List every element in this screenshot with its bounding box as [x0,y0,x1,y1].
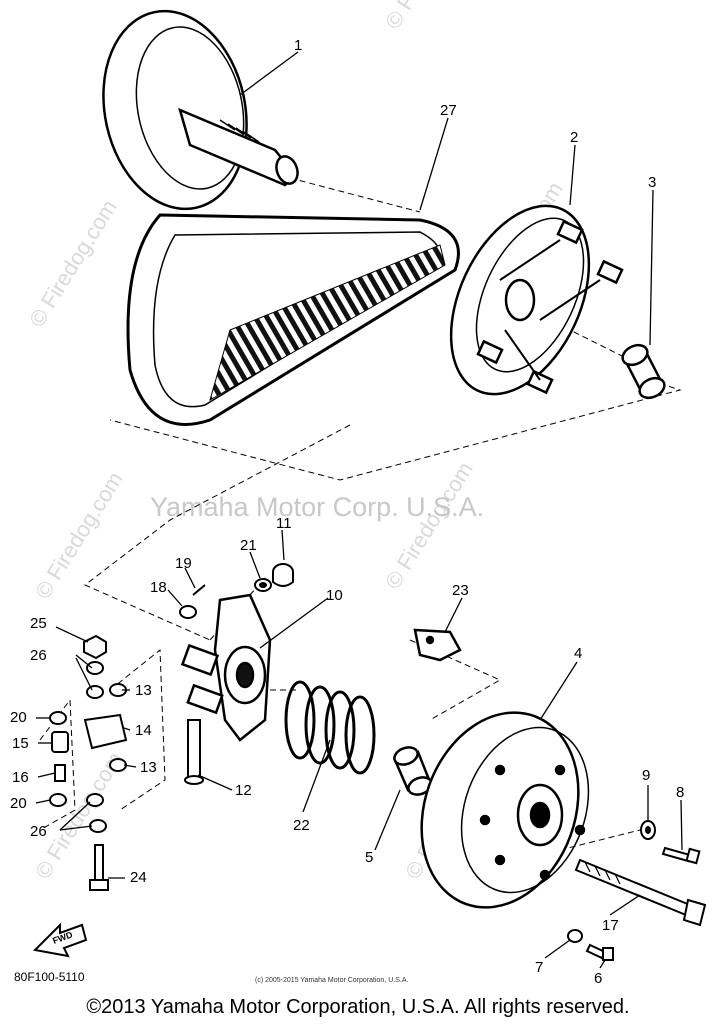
diagram-code: 80F100-5110 [14,970,85,984]
callout-1: 1 [294,37,302,54]
callout-24: 24 [130,869,147,886]
small-copyright: (c) 2005-2015 Yamaha Motor Corporation, … [255,977,409,984]
bolt-17 [574,858,707,927]
callout-10: 10 [326,587,343,604]
weight-14 [83,713,128,750]
callout-14: 14 [135,722,152,739]
forward-arrow-icon: FWD [32,922,88,958]
callout-26b: 26 [30,823,47,840]
callout-20: 20 [10,709,27,726]
callout-2: 2 [570,129,578,146]
spring-22 [284,680,376,775]
primary-sheave [102,9,299,211]
callout-26: 26 [30,647,47,664]
callout-15: 15 [12,735,29,752]
callout-25: 25 [30,615,47,632]
bracket-23 [413,628,462,662]
callout-7: 7 [535,959,543,976]
bolt-6 [585,943,614,961]
callout-18: 18 [150,579,167,596]
bolt-24 [89,844,109,891]
washer-7 [567,929,583,943]
watermark-corp: Yamaha Motor Corp. U.S.A. [150,492,485,522]
copyright-notice: ©2013 Yamaha Motor Corporation, U.S.A. A… [86,996,630,1018]
roller-15 [51,731,69,753]
bolt-8 [661,846,701,865]
callout-21: 21 [240,537,257,554]
callout-6: 6 [594,970,602,987]
secondary-housing [449,204,624,396]
washer-21 [254,578,272,592]
pin-19 [192,584,206,596]
callout-8: 8 [676,784,684,801]
pin-16 [54,764,66,782]
washer-9 [640,820,656,840]
callout-11: 11 [276,515,292,532]
leader-lines [35,51,683,969]
callout-13b: 13 [140,759,157,776]
callout-23: 23 [452,582,469,599]
callout-27: 27 [440,102,457,119]
callout-20b: 20 [10,795,27,812]
callout-5: 5 [365,849,373,866]
washer-18 [179,605,197,619]
nut-25 [83,634,107,660]
weight-arm-10 [180,593,272,742]
callout-numbers: 1 27 2 3 11 21 19 18 10 23 25 26 13 20 1… [10,37,684,987]
callout-16: 16 [12,769,29,786]
callout-22: 22 [293,817,310,834]
callout-19: 19 [175,555,192,572]
bushing-3 [621,343,666,400]
callout-12: 12 [235,782,252,799]
callout-3: 3 [648,174,656,191]
drive-belt [126,213,460,426]
callout-4: 4 [574,645,582,662]
bushing-11 [272,563,294,587]
callout-17: 17 [602,917,619,934]
washer-20 [49,711,67,807]
callout-9: 9 [642,767,650,784]
pin-12 [184,719,204,785]
secondary-sheave-4 [420,711,590,909]
callout-13: 13 [135,682,152,699]
